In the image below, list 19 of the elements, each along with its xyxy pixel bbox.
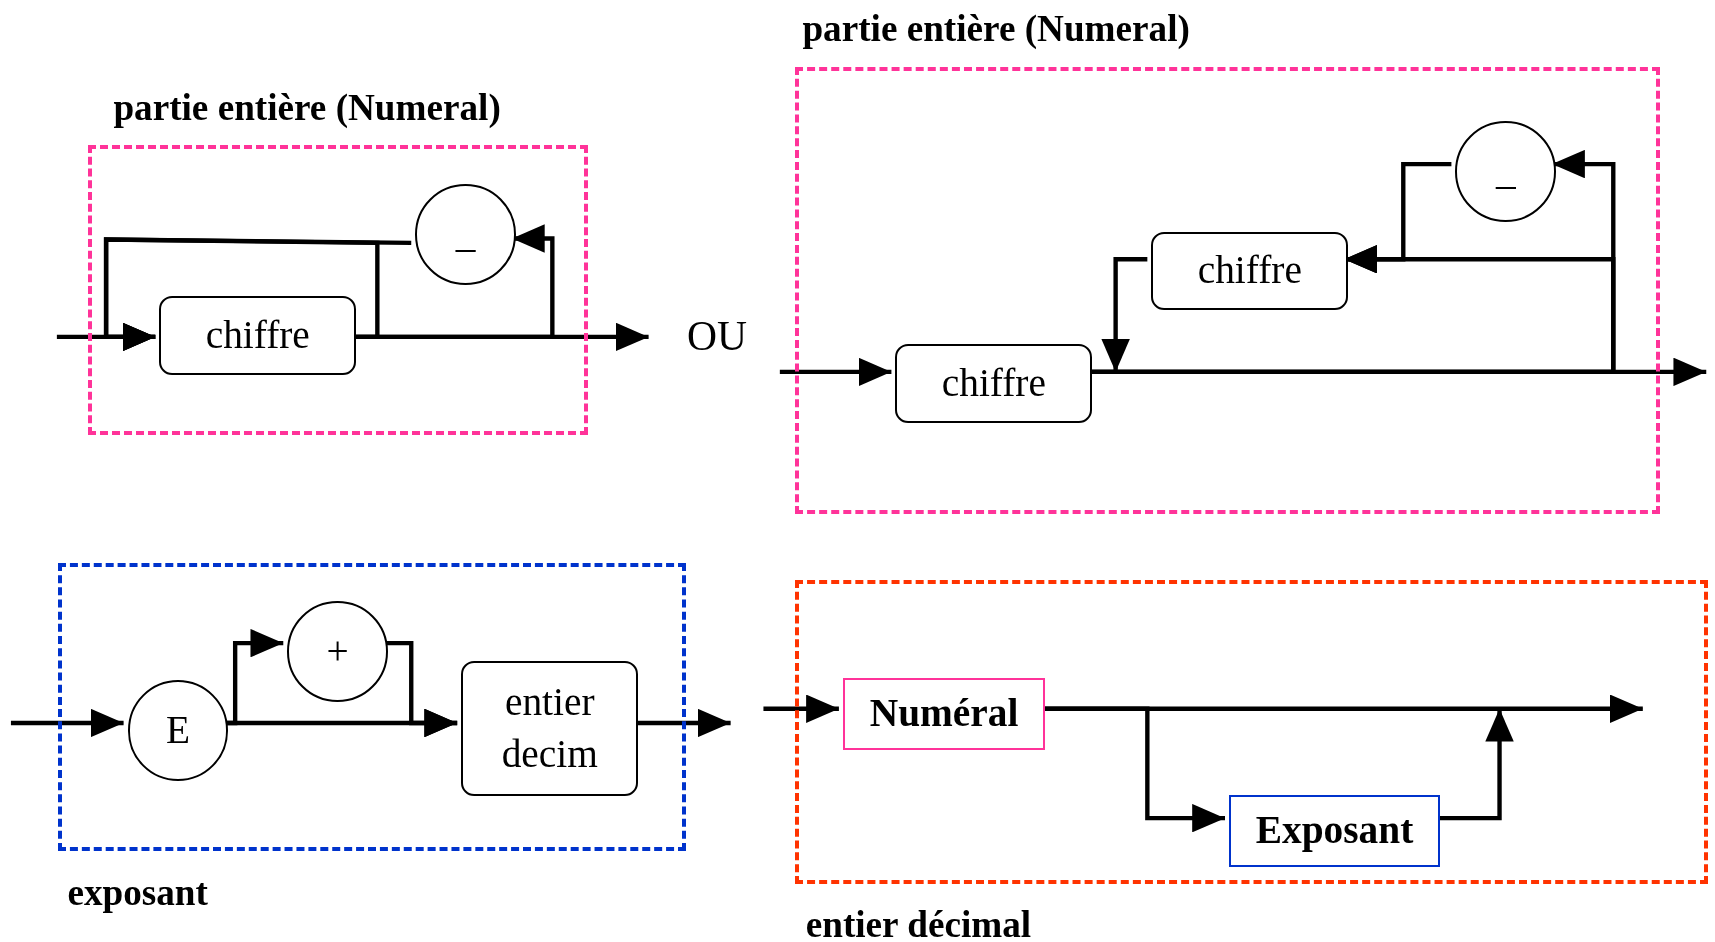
or-label: OU — [686, 311, 747, 360]
rounded-box: entier decim — [461, 661, 639, 796]
group-title: partie entière (Numeral) — [113, 86, 501, 130]
arrow — [1101, 257, 1148, 372]
group-title: exposant — [67, 871, 208, 915]
rounded-box: chiffre — [159, 296, 357, 375]
terminal-circle: + — [287, 601, 388, 702]
rounded-box: chiffre — [895, 344, 1093, 423]
group-title: partie entière (Numeral) — [802, 7, 1190, 51]
group-title: entier décimal — [805, 903, 1032, 942]
arrow — [779, 357, 892, 387]
arrow — [763, 694, 839, 723]
terminal-circle: _ — [1455, 121, 1557, 222]
process-box: Numéral — [842, 677, 1046, 750]
terminal-circle: _ — [415, 184, 516, 286]
rounded-box: chiffre — [1151, 231, 1349, 311]
process-box: Exposant — [1229, 794, 1441, 867]
terminal-circle: E — [127, 679, 229, 781]
arrow — [10, 708, 124, 738]
